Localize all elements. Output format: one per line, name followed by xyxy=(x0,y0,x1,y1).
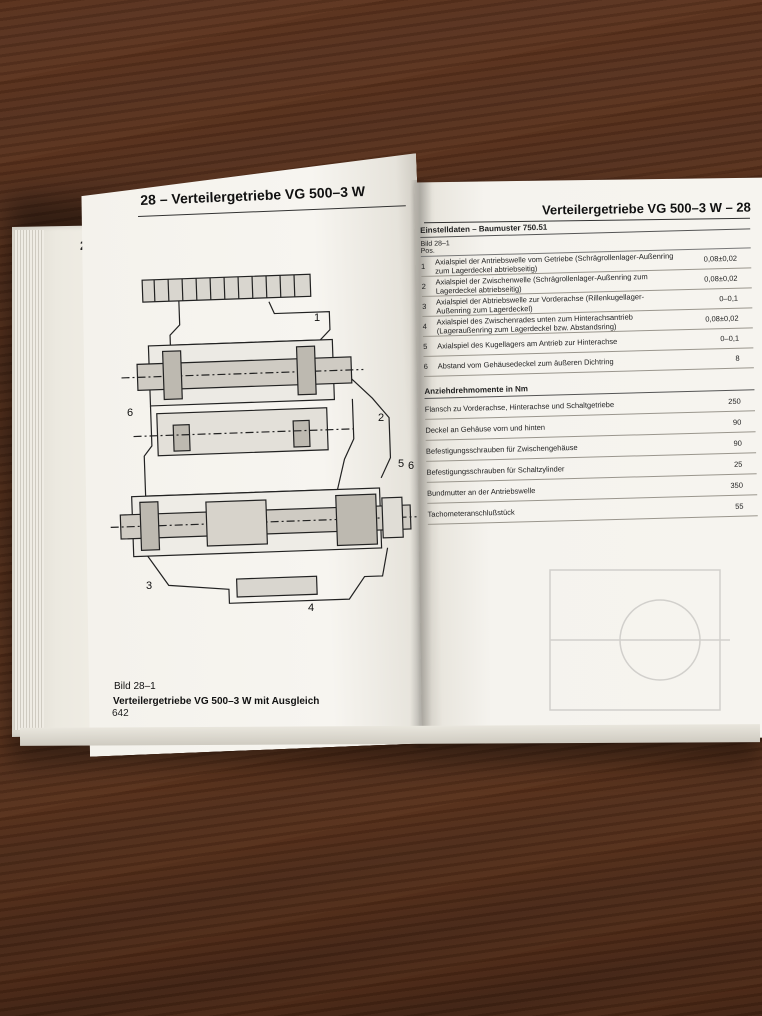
row-pos: 5 xyxy=(423,341,428,351)
figure-title: Verteilergetriebe VG 500–3 W mit Ausglei… xyxy=(113,696,320,707)
row-description: Abstand vom Gehäusedeckel zum äußeren Di… xyxy=(437,356,614,371)
row-pos: 2 xyxy=(421,281,426,291)
row-value: 0–0,1 xyxy=(719,293,739,304)
torque-value: 25 xyxy=(733,459,743,469)
torque-description: Befestigungsschrauben für Zwischengehäus… xyxy=(425,442,578,456)
show-through-drawing xyxy=(540,560,740,730)
row-description: Axialspiel des Kugellagers am Antrieb zu… xyxy=(437,336,618,351)
row-value: 8 xyxy=(735,353,740,363)
row-pos: 3 xyxy=(422,301,427,311)
callout-1: 1 xyxy=(314,312,321,324)
row-value: 0,08±0,02 xyxy=(704,273,738,284)
torque-value: 55 xyxy=(735,501,744,511)
row-value: 0–0,1 xyxy=(720,333,740,344)
callout-3: 3 xyxy=(146,580,153,592)
gearbox-cross-section-drawing xyxy=(110,273,417,604)
torque-value: 250 xyxy=(728,396,741,406)
row-pos: 1 xyxy=(420,261,426,271)
callout-4: 4 xyxy=(308,602,315,614)
right-page-header: Verteilergetriebe VG 500–3 W – 28 xyxy=(541,199,751,218)
torque-value: 90 xyxy=(732,417,742,427)
row-value: 0,08±0,02 xyxy=(703,253,738,264)
row-pos: 4 xyxy=(422,321,427,331)
torque-value: 90 xyxy=(733,438,742,448)
torque-description: Befestigungsschrauben für Schaltzylinder xyxy=(426,463,565,477)
settings-table: Einstelldaten – Baumuster 750.51 Bild 28… xyxy=(420,215,758,525)
torque-description: Deckel an Gehäuse vorn und hinten xyxy=(425,422,546,435)
callout-2: 2 xyxy=(378,412,385,424)
torque-description: Tachometeranschlußstück xyxy=(427,507,515,519)
callout-6-left: 6 xyxy=(127,407,134,419)
figure-label: Bild 28–1 xyxy=(114,681,156,692)
left-page-number: 642 xyxy=(112,708,129,719)
torque-description: Flansch zu Vorderachse, Hinterachse und … xyxy=(424,399,615,414)
torque-description: Bundmutter an der Antriebswelle xyxy=(426,485,536,498)
row-pos: 6 xyxy=(423,361,429,371)
row-value: 0,08±0,02 xyxy=(705,313,739,324)
callout-6-right: 6 xyxy=(408,460,415,472)
page-edges xyxy=(14,230,44,730)
book-bottom-edge xyxy=(19,724,761,746)
callout-5: 5 xyxy=(398,458,405,470)
torque-value: 350 xyxy=(730,480,744,490)
book-gutter xyxy=(410,180,432,748)
